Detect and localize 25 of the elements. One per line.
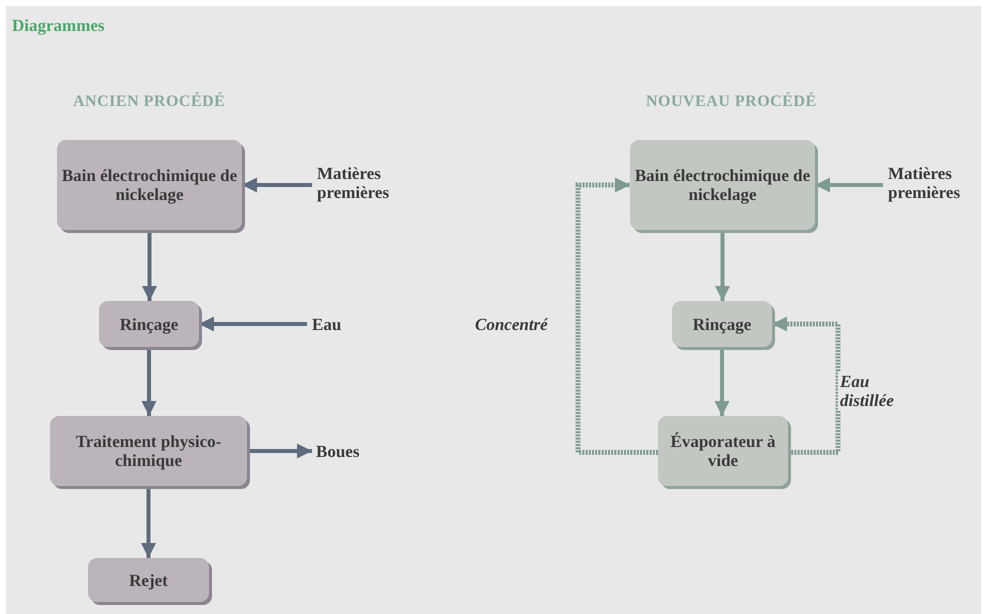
arrow — [715, 230, 730, 301]
process-box: Traitement physico-chimique — [50, 416, 247, 486]
arrow — [247, 444, 312, 458]
section-heading: NOUVEAU PROCÉDÉ — [646, 93, 817, 111]
process-box: Rinçage — [99, 301, 199, 347]
process-box: Rejet — [88, 558, 209, 602]
process-box: Évaporateur à vide — [658, 416, 788, 486]
flow-label: Boues — [316, 440, 376, 462]
title: Diagrammes — [12, 16, 105, 36]
process-box: Bain électrochimique de nickelage — [57, 140, 242, 230]
process-box: Rinçage — [672, 301, 772, 347]
section-heading: ANCIEN PROCÉDÉ — [73, 93, 226, 111]
arrow — [714, 347, 730, 416]
arrow — [142, 347, 156, 416]
dotted-arrow — [772, 316, 840, 455]
arrow — [142, 230, 157, 301]
arrow — [815, 178, 883, 192]
flow-label: Matières premières — [888, 160, 978, 206]
flow-label: Matières premières — [317, 160, 407, 206]
flow-label: Eau — [312, 313, 362, 335]
arrow — [141, 486, 156, 558]
arrow — [199, 316, 307, 332]
arrow — [242, 178, 312, 192]
process-box: Bain électrochimique de nickelage — [630, 140, 815, 230]
dotted-arrow — [576, 178, 658, 455]
